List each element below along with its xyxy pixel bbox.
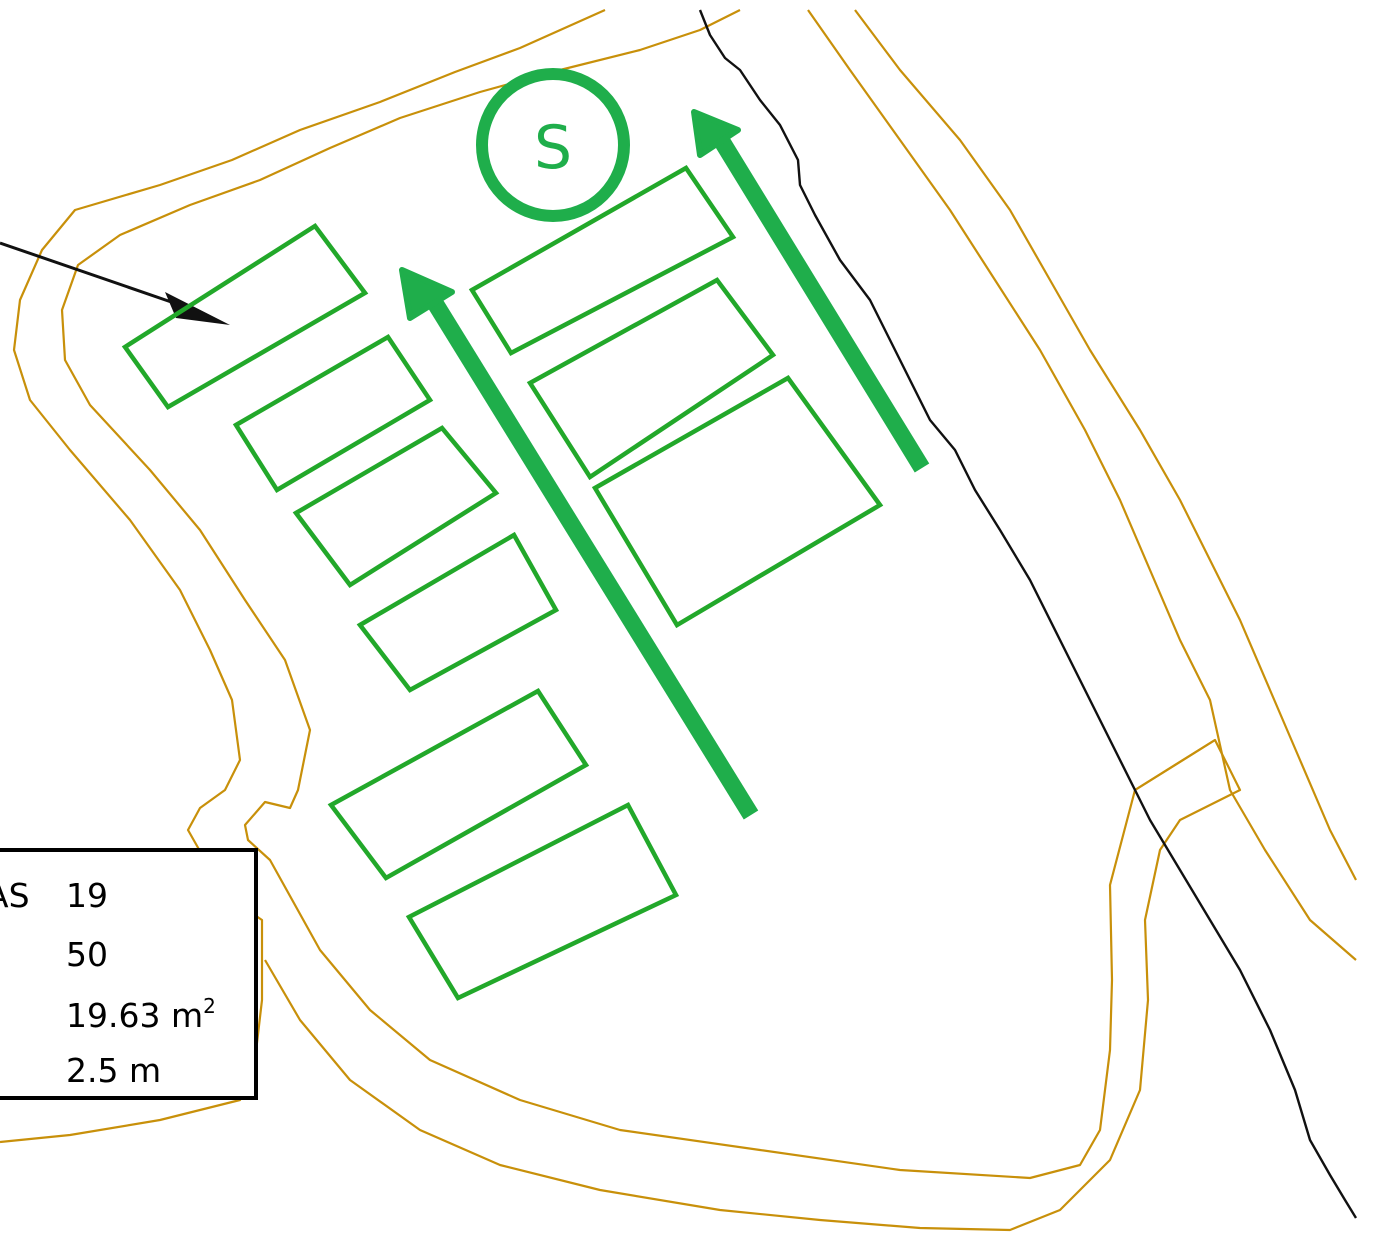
info-box: AS 19 50 19.63 m2 2.5 m: [0, 848, 258, 1100]
plot-7: [468, 165, 737, 356]
direction-arrow-left-shaft: [422, 290, 759, 820]
contour-line-right-1: [807, 9, 1357, 961]
info-value-area-sup: 2: [203, 994, 216, 1018]
s-marker-label: S: [534, 113, 572, 183]
contour-connector: [1134, 739, 1216, 791]
pointer-arrowhead: [165, 292, 230, 325]
plot-9: [591, 375, 884, 629]
direction-arrow-right-head: [691, 109, 741, 158]
plot-6: [405, 801, 680, 1001]
plot-1: [121, 222, 369, 410]
info-value-1: 19: [66, 876, 108, 915]
direction-arrow-left-head: [399, 267, 455, 321]
s-marker: S: [476, 68, 630, 222]
plot-8: [526, 277, 777, 481]
plot-5: [327, 688, 590, 881]
contour-line-right-2: [854, 9, 1357, 881]
pointer-arrow-shaft: [0, 241, 181, 307]
contour-line-inner: [60, 9, 1242, 1232]
info-value-2: 50: [66, 935, 108, 974]
plot-3: [292, 425, 500, 589]
info-value-area: 19.63 m2: [66, 996, 216, 1032]
info-value-4: 2.5 m: [66, 1051, 162, 1090]
plot-2: [232, 333, 434, 494]
boundary-line: [698, 9, 1358, 1219]
info-value-area-text: 19.63 m: [66, 996, 204, 1035]
contour-line-outer: [0, 8, 606, 1144]
plot-4: [356, 531, 560, 693]
direction-arrow-right-shaft: [710, 130, 930, 473]
info-box-label: AS: [0, 876, 30, 915]
